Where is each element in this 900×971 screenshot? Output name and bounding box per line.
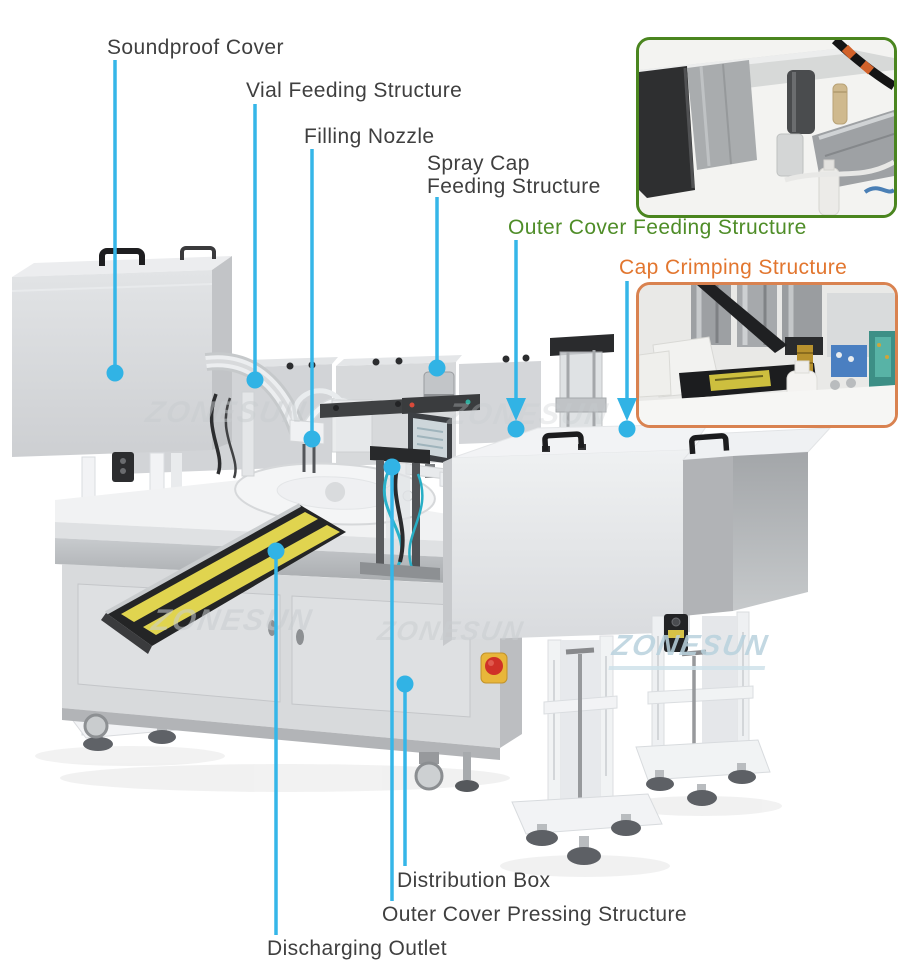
pressing-structure bbox=[360, 446, 440, 580]
photo-sensor bbox=[664, 614, 688, 652]
outer-cover-feeding-inset-photo bbox=[636, 37, 897, 218]
leader-dot bbox=[428, 359, 446, 377]
leader-dot bbox=[246, 371, 264, 389]
crimping-tower bbox=[550, 334, 614, 433]
leader-dot bbox=[618, 420, 636, 438]
leader-dot bbox=[267, 542, 285, 560]
cap-crimping-inset-photo bbox=[636, 282, 898, 428]
inset1-art bbox=[639, 40, 894, 215]
right-cover-b-stand bbox=[635, 611, 771, 806]
cover-a-handle bbox=[542, 431, 585, 451]
discharge-chute bbox=[101, 503, 346, 654]
mid-tower bbox=[320, 398, 424, 453]
leader-arrow bbox=[617, 398, 637, 421]
callout-distribution-box: Distribution Box bbox=[397, 869, 551, 892]
callout-line-2: Feeding Structure bbox=[427, 175, 601, 198]
callout-outer-cover-feeding-structure: Outer Cover Feeding Structure bbox=[508, 216, 807, 239]
leader-dot bbox=[396, 675, 414, 693]
leader-arrow bbox=[506, 398, 526, 421]
right-cover-a-stand bbox=[511, 635, 663, 865]
cap-feeder-head bbox=[402, 371, 480, 414]
right-cover-b bbox=[681, 427, 832, 616]
leader-dot bbox=[303, 430, 321, 448]
callout-cap-crimping-structure: Cap Crimping Structure bbox=[619, 256, 848, 279]
inset2-art bbox=[639, 285, 895, 425]
leader-dot bbox=[507, 420, 525, 438]
callout-discharging-outlet: Discharging Outlet bbox=[267, 937, 447, 960]
callout-soundproof-cover: Soundproof Cover bbox=[107, 36, 284, 59]
callout-outer-cover-pressing-structure: Outer Cover Pressing Structure bbox=[382, 903, 687, 926]
leader-dot bbox=[106, 364, 124, 382]
leader-dot bbox=[383, 458, 401, 476]
callout-filling-nozzle: Filling Nozzle bbox=[304, 125, 435, 148]
callout-line-1: Spray Cap bbox=[427, 152, 530, 175]
cabinet-door-right bbox=[291, 595, 471, 718]
cover-b-handle bbox=[689, 433, 730, 455]
emergency-stop-button bbox=[480, 652, 508, 684]
right-cover-a bbox=[443, 423, 709, 646]
callout-vial-feeding-structure: Vial Feeding Structure bbox=[246, 79, 463, 102]
rear-handle bbox=[180, 246, 216, 260]
callout-spray-cap-feeding-structure: Spray Cap Feeding Structure bbox=[427, 152, 601, 198]
cover-handle bbox=[99, 248, 145, 266]
